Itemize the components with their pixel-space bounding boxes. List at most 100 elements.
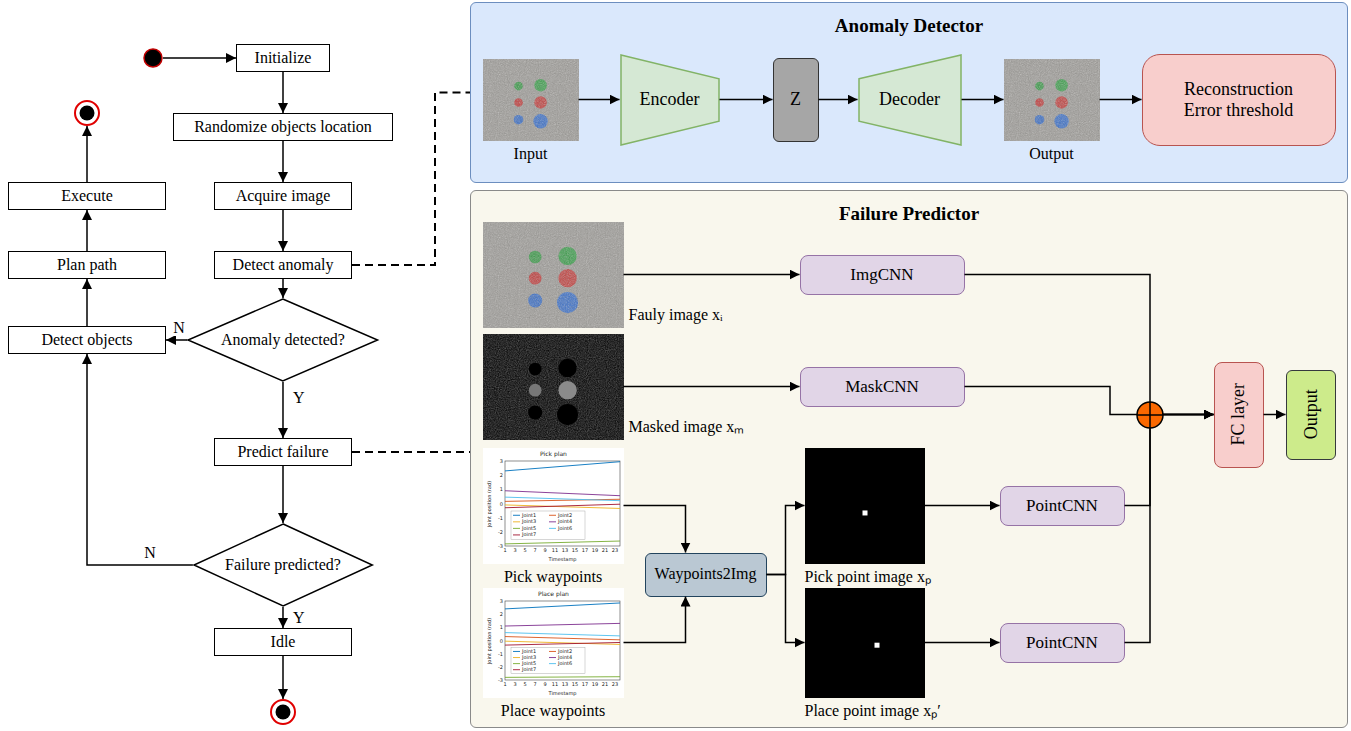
joint-curve — [505, 504, 620, 508]
chart-label: -1 — [498, 651, 503, 656]
legend-sample — [513, 521, 520, 522]
chart-label: Joint5 — [522, 661, 536, 666]
encoder-block: Encoder — [620, 54, 720, 146]
image-caption: Pick point image xₚ — [805, 568, 931, 586]
chart-label: 2 — [500, 473, 503, 478]
image-caption: Output — [1029, 145, 1073, 163]
process-box: Predict failure — [214, 438, 352, 466]
point-ground — [805, 448, 925, 564]
latent-block: Z — [773, 58, 819, 142]
flow-arrow — [163, 57, 236, 59]
chart-label: 0 — [500, 638, 503, 643]
node-text: Initialize — [255, 49, 312, 67]
mask-noise — [483, 334, 624, 440]
mask-blob — [528, 383, 541, 396]
chart-label: 9 — [543, 682, 546, 687]
plot-ground — [483, 588, 624, 698]
chart-label: 21 — [602, 548, 608, 553]
mask-blob — [528, 362, 541, 375]
node-text: MaskCNN — [845, 377, 919, 397]
process-box: Idle — [214, 628, 352, 656]
process-box: Initialize — [236, 44, 330, 72]
legend-sample — [513, 527, 520, 528]
chart-label: 3 — [513, 682, 516, 687]
node-text: Anomaly detected? — [221, 331, 345, 349]
chart-label: 21 — [602, 682, 608, 687]
flow-arrow — [166, 339, 187, 341]
panel-title: Anomaly Detector — [835, 15, 983, 37]
cnn-block: PointCNN — [1000, 486, 1125, 526]
node-text: Plan path — [57, 256, 117, 274]
input-image-shape — [483, 59, 579, 141]
chart-label: Joint1 — [522, 649, 536, 654]
legend-sample — [549, 527, 556, 528]
flow-arrow — [86, 210, 88, 251]
legend-sample — [513, 534, 520, 535]
dashed-link — [352, 451, 470, 453]
chart-label: Joint3 — [522, 519, 536, 524]
legend-sample — [549, 514, 556, 515]
node-text: Encoder — [640, 89, 700, 110]
legend-sample — [549, 650, 556, 651]
photo-ground — [1004, 59, 1100, 141]
joint-curve — [505, 602, 620, 608]
legend-sample — [549, 657, 556, 658]
input-image-shape — [483, 222, 624, 328]
node-text: Z — [790, 89, 801, 110]
chart-label: 5 — [523, 548, 526, 553]
chart-label: -2 — [498, 664, 503, 669]
plot-ground — [483, 448, 624, 564]
output-image-shape — [1004, 59, 1100, 141]
waypoint-plot-shape — [483, 588, 624, 698]
decision-diamond: Failure predicted? — [193, 523, 373, 607]
chart-label: Joint6 — [558, 526, 572, 531]
module-panel: InputEncoderZDecoderOutputReconstruction… — [470, 2, 1348, 183]
decision-diamond: Anomaly detected? — [187, 298, 379, 382]
waypoint-plot: Pick waypoints — [483, 448, 624, 564]
flow-arrow — [86, 279, 88, 326]
mask-blob — [558, 381, 576, 399]
flow-arrow — [282, 141, 284, 182]
point-mark — [862, 510, 867, 515]
flow-arrow — [282, 607, 284, 628]
joint-curve — [505, 641, 620, 644]
process-box: Randomize objects location — [173, 113, 393, 141]
trapezoid-outline — [859, 55, 961, 145]
photo-ground — [483, 59, 579, 141]
joint-curve — [505, 636, 620, 639]
chart-label: 3 — [500, 599, 503, 604]
output-block: Output — [1286, 370, 1336, 460]
chart-label: -1 — [498, 515, 503, 520]
photo-noise — [483, 59, 579, 141]
threshold-block: Reconstruction Error threshold — [1142, 54, 1336, 146]
chart-label: 15 — [572, 682, 578, 687]
photo-noise — [1004, 59, 1100, 141]
panel-title: Failure Predictor — [839, 203, 979, 225]
process-box: Acquire image — [214, 182, 352, 210]
legend-sample — [513, 669, 520, 670]
photo-ground — [483, 222, 624, 328]
point-image: Pick point image xₚ — [805, 448, 925, 564]
end-dot — [75, 101, 99, 125]
trapezoid-outline — [621, 55, 719, 145]
flow-arrow — [282, 210, 284, 251]
cnn-block: ImgCNN — [800, 255, 965, 295]
waypoint-plot: Place waypoints — [483, 588, 624, 698]
chart-label: 13 — [562, 682, 568, 687]
chart-label: 13 — [562, 548, 568, 553]
cnn-block: MaskCNN — [800, 367, 965, 407]
start-dot — [144, 49, 162, 67]
legend-sample — [513, 663, 520, 664]
waypoint-plot-shape — [483, 448, 624, 564]
input-image: Fauly image xᵢ — [483, 222, 624, 328]
node-text: Reconstruction Error threshold — [1171, 79, 1307, 120]
plot-axes — [505, 461, 620, 546]
node-text: Acquire image — [236, 187, 331, 205]
joint-curve — [505, 632, 620, 635]
chart-label: 11 — [552, 548, 558, 553]
node-text: Randomize objects location — [194, 118, 372, 136]
chart-label: 11 — [552, 682, 558, 687]
image-caption: Input — [514, 145, 548, 163]
output-image: Output — [1004, 59, 1100, 141]
chart-label: -3 — [498, 544, 503, 549]
